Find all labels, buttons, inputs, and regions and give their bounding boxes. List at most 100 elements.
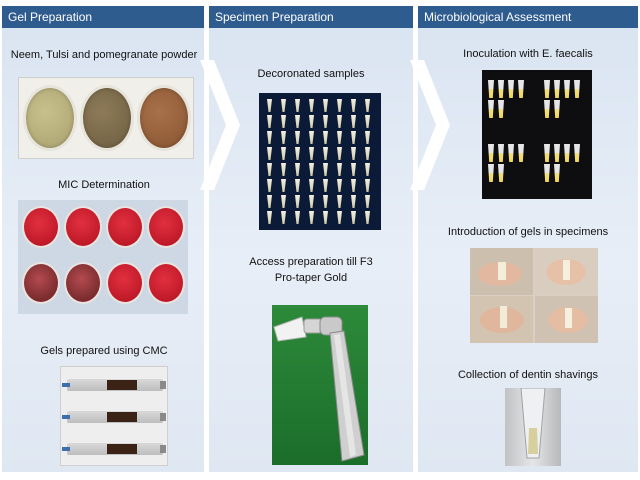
tooth-sample [351,163,356,176]
tooth-sample [295,179,300,192]
test-tube [498,164,504,182]
test-tube [574,80,580,98]
syringe [62,411,166,423]
tooth-sample [281,131,286,144]
tooth-sample [309,179,314,192]
agar-plate [64,262,102,304]
tooth-sample [323,115,328,128]
test-tube [498,80,504,98]
dentin-shavings-tube-photo [505,388,561,466]
tooth-sample [351,195,356,208]
specimen-preparation-header: Specimen Preparation [209,6,413,28]
test-tube [574,144,580,162]
tulsi-powder-dish [80,85,134,151]
handpiece-photo [272,305,368,465]
test-tube [564,80,570,98]
step-gel-introduction-label: Introduction of gels in specimens [447,226,609,238]
tooth-sample [295,131,300,144]
tooth-sample [351,147,356,160]
gel-preparation-header: Gel Preparation [2,6,204,28]
tooth-sample [309,211,314,224]
gel-syringes-photo [60,366,168,466]
tooth-sample [365,147,370,160]
step-gels-cmc-label: Gels prepared using CMC [40,345,168,357]
test-tube [518,144,524,162]
tooth-sample [337,163,342,176]
tooth-sample [351,131,356,144]
tooth-sample [267,211,272,224]
agar-plate [22,206,60,248]
agar-plate [106,262,144,304]
agar-plate [22,262,60,304]
tooth-sample [365,195,370,208]
flow-arrow-1 [200,60,240,190]
tooth-sample [281,147,286,160]
test-tube [564,144,570,162]
handpiece-drawing [273,316,365,462]
tooth-sample [351,211,356,224]
tooth-sample [281,179,286,192]
test-tube [554,144,560,162]
tooth-sample [309,195,314,208]
tooth-sample [337,115,342,128]
step-herbal-powders-label: Neem, Tulsi and pomegranate powder [10,49,198,61]
tooth-sample [365,179,370,192]
tooth-sample [309,99,314,112]
test-tube [544,144,550,162]
test-tube [518,80,524,98]
tooth-sample [281,115,286,128]
tooth-sample [267,163,272,176]
test-tube [508,80,514,98]
test-tube [488,164,494,182]
tooth-sample [337,195,342,208]
agar-plate [106,206,144,248]
tooth-sample [337,99,342,112]
step-decoronated-label: Decoronated samples [257,68,365,80]
tooth-sample [365,131,370,144]
test-tube [488,100,494,118]
test-tube [488,80,494,98]
tooth-sample [309,147,314,160]
syringe [62,443,166,455]
tooth-sample [309,115,314,128]
tooth-sample [323,147,328,160]
tube-drawing [520,388,546,459]
tooth-sample [365,115,370,128]
tooth-sample [267,179,272,192]
tooth-sample [337,211,342,224]
tooth-sample [281,163,286,176]
tooth-sample [281,211,286,224]
tooth-sample [323,163,328,176]
tooth-sample [323,99,328,112]
test-tube [508,144,514,162]
mic-agar-plates-photo [18,200,188,314]
step-inoculation-label: Inoculation with E. faecalis [463,48,593,60]
tooth-sample [295,163,300,176]
tooth-sample [267,99,272,112]
agar-plate [147,262,185,304]
tooth-sample [365,211,370,224]
tooth-sample [281,195,286,208]
tooth-sample [337,179,342,192]
tooth-sample [267,147,272,160]
step-access-prep-label: Access preparation till F3 [249,256,373,268]
tooth-sample [295,115,300,128]
flow-arrow-2 [410,60,450,190]
test-tube [554,164,560,182]
test-tube [498,100,504,118]
tooth-sample [323,195,328,208]
test-tube [554,100,560,118]
tooth-sample [295,99,300,112]
gel-introduction-photo [470,248,598,343]
test-tube [498,144,504,162]
tooth-sample [309,131,314,144]
tooth-sample [365,99,370,112]
tooth-sample [337,147,342,160]
tooth-sample [323,131,328,144]
tooth-sample [323,211,328,224]
test-tube [488,144,494,162]
tooth-sample [295,211,300,224]
tooth-sample [295,147,300,160]
step-mic-label: MIC Determination [58,179,150,191]
microbiological-assessment-header: Microbiological Assessment [418,6,638,28]
